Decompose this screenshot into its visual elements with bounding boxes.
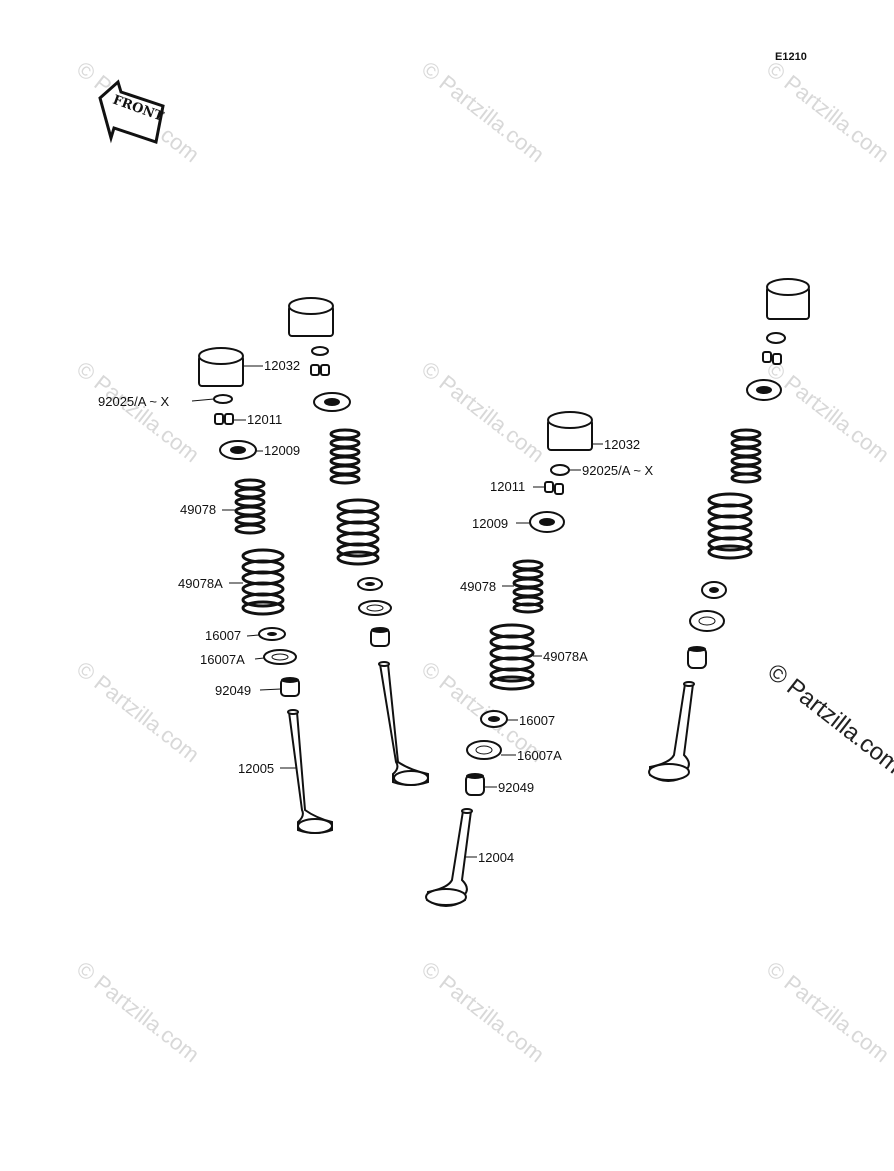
part-label: 12005 bbox=[238, 761, 274, 776]
part-label: 12009 bbox=[264, 443, 300, 458]
valve-assembly-a: 12032 92025/A ~ X 12011 12009 49078 bbox=[98, 347, 333, 834]
valve-assembly-d bbox=[648, 278, 810, 782]
watermarks: © Partzilla.com © Partzilla.com © Partzi… bbox=[72, 56, 894, 1067]
spring-retainer bbox=[746, 379, 782, 401]
inner-spring-49078 bbox=[234, 478, 266, 535]
part-label: 12032 bbox=[604, 437, 640, 452]
watermark: © Partzilla.com bbox=[762, 356, 894, 467]
oil-seal-92049 bbox=[280, 677, 300, 697]
part-label: 92025/A ~ X bbox=[582, 463, 654, 478]
spring-retainer-12009 bbox=[219, 440, 257, 460]
part-label: 92049 bbox=[215, 683, 251, 698]
oil-seal-92049 bbox=[465, 773, 485, 796]
part-label: 12004 bbox=[478, 850, 514, 865]
valve bbox=[648, 681, 695, 782]
part-label: 92049 bbox=[498, 780, 534, 795]
part-label: 49078A bbox=[543, 649, 588, 664]
oil-seal bbox=[687, 646, 707, 669]
inner-spring bbox=[329, 428, 361, 485]
part-label: 12032 bbox=[264, 358, 300, 373]
part-label: 16007 bbox=[519, 713, 555, 728]
spring-seat bbox=[701, 581, 727, 599]
watermark-large: © Partzilla.com bbox=[762, 658, 894, 779]
shim-92025 bbox=[550, 464, 570, 476]
watermark: © Partzilla.com bbox=[72, 356, 204, 467]
spring-seat-16007 bbox=[480, 710, 508, 728]
outer-spring-49078A bbox=[489, 623, 535, 691]
tappet bbox=[288, 297, 334, 337]
valve-assembly-c: 12032 92025/A ~ X 12011 12009 49078 bbox=[425, 411, 654, 907]
part-label: 16007A bbox=[200, 652, 245, 667]
valve-keeper bbox=[762, 351, 782, 365]
intake-valve-12004 bbox=[425, 808, 473, 907]
exhaust-valve-12005 bbox=[287, 709, 333, 834]
spring-retainer bbox=[313, 392, 351, 412]
spring-seat-16007A bbox=[466, 740, 502, 760]
part-label: 12011 bbox=[490, 479, 525, 494]
watermark: © Partzilla.com bbox=[417, 56, 549, 167]
part-label: 16007 bbox=[205, 628, 241, 643]
part-label: 12009 bbox=[472, 516, 508, 531]
outer-spring bbox=[707, 492, 753, 560]
watermark: © Partzilla.com bbox=[762, 956, 894, 1067]
watermark: © Partzilla.com bbox=[417, 356, 549, 467]
front-arrow-icon: FRONT bbox=[98, 79, 166, 144]
watermark: © Partzilla.com bbox=[762, 56, 894, 167]
watermark: © Partzilla.com bbox=[72, 656, 204, 767]
spring-seat-16007 bbox=[258, 627, 286, 641]
tappet bbox=[766, 278, 810, 320]
part-label: 12011 bbox=[247, 412, 282, 427]
oil-seal bbox=[370, 627, 390, 647]
inner-spring bbox=[730, 428, 762, 484]
spring-seat bbox=[357, 577, 383, 591]
part-label: 49078 bbox=[180, 502, 216, 517]
shim bbox=[766, 332, 786, 344]
valve-keeper bbox=[310, 364, 330, 376]
spring-seat-16007A bbox=[263, 649, 297, 665]
part-label: 49078 bbox=[460, 579, 496, 594]
diagram-code: E1210 bbox=[775, 51, 807, 63]
spring-retainer-12009 bbox=[529, 511, 565, 533]
valve bbox=[378, 661, 429, 786]
inner-spring-49078 bbox=[512, 559, 544, 614]
valve-assembly-b bbox=[288, 297, 429, 786]
shim-92025 bbox=[213, 394, 233, 404]
tappet-12032 bbox=[547, 411, 593, 451]
shim bbox=[311, 346, 329, 356]
part-label: 16007A bbox=[517, 748, 562, 763]
tappet-12032 bbox=[198, 347, 244, 387]
spring-seat bbox=[689, 610, 725, 632]
outer-spring-49078A bbox=[241, 548, 285, 616]
spring-seat bbox=[358, 600, 392, 616]
part-label: 92025/A ~ X bbox=[98, 394, 170, 409]
outer-spring bbox=[336, 498, 380, 566]
valve-keeper-12011 bbox=[214, 413, 234, 425]
watermark: © Partzilla.com bbox=[72, 956, 204, 1067]
part-label: 49078A bbox=[178, 576, 223, 591]
valve-keeper-12011 bbox=[544, 481, 564, 495]
watermark: © Partzilla.com bbox=[417, 956, 549, 1067]
